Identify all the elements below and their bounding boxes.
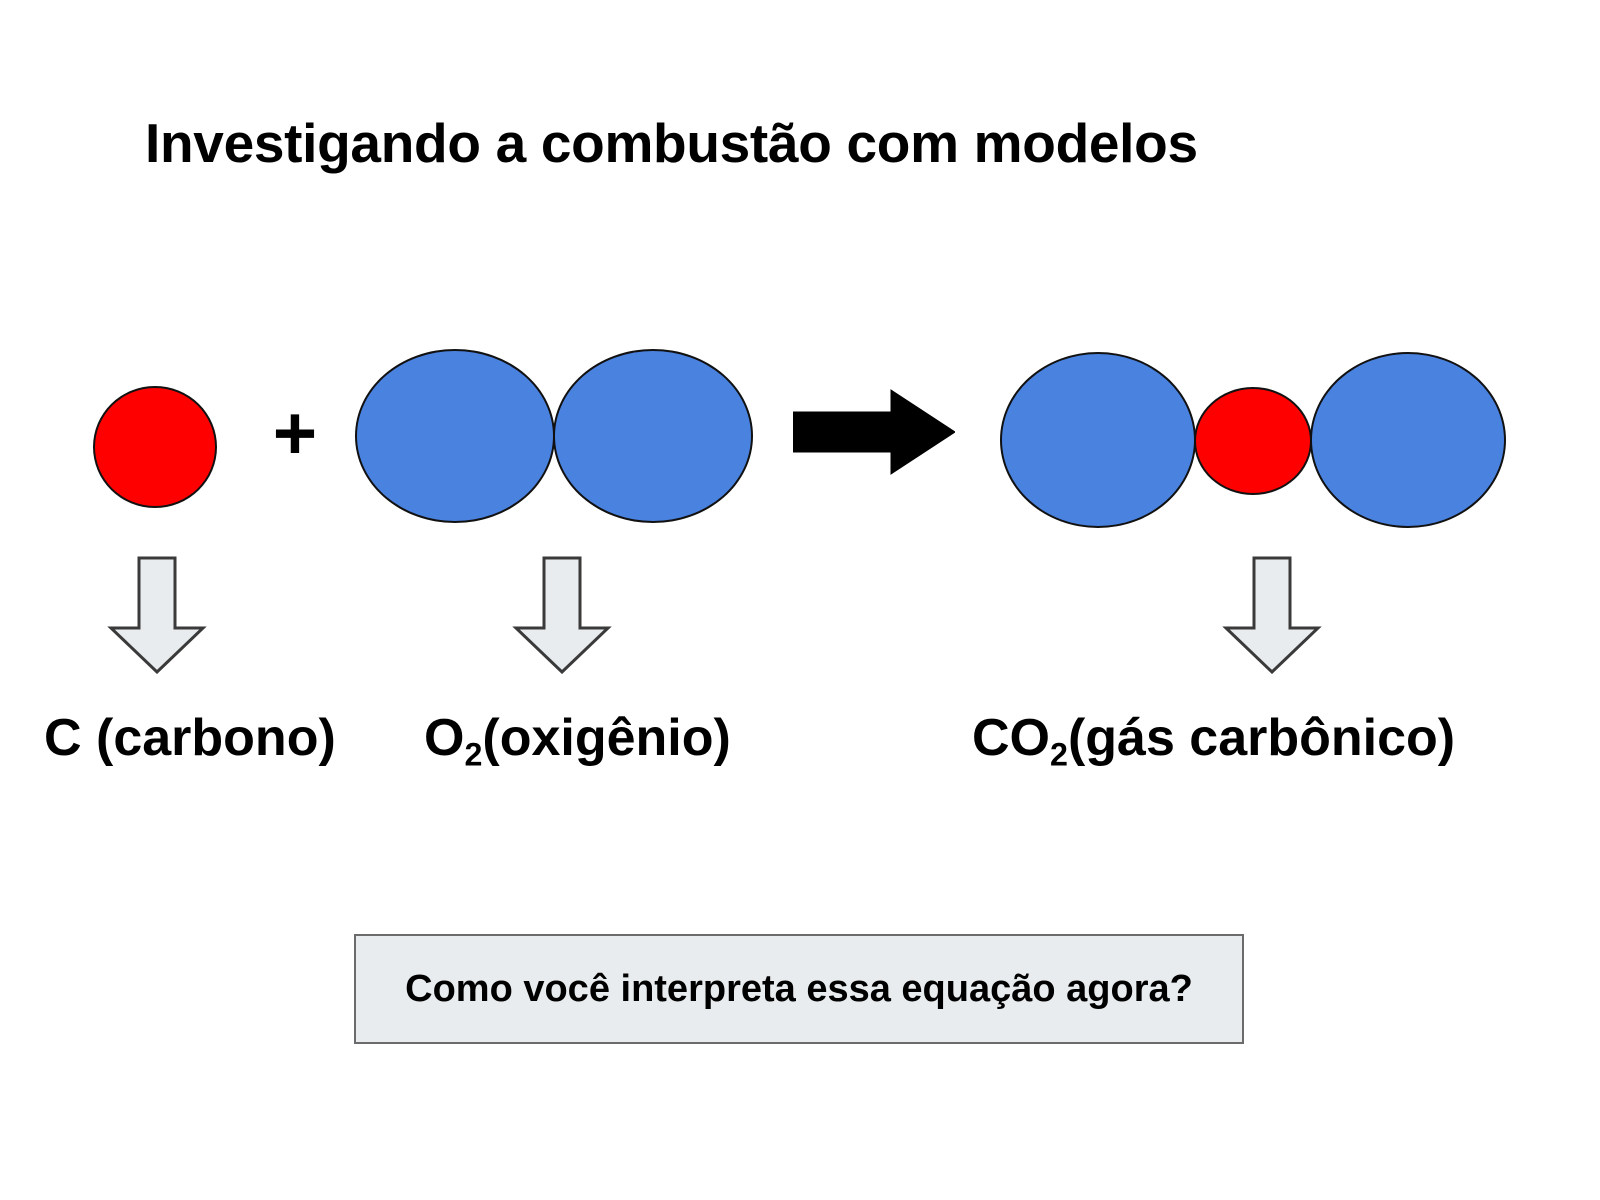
- caption-carbon: C (carbono): [44, 712, 336, 764]
- down-arrow-icon-carbon: [107, 556, 207, 675]
- caption-oxygen-subscript: 2: [464, 736, 483, 773]
- atom-oxygen-o2-left: [355, 349, 555, 523]
- caption-carbon-dioxide: CO2(gás carbônico): [972, 709, 1456, 770]
- page-title: Investigando a combustão com modelos: [145, 112, 1198, 174]
- reaction-yields-arrow-icon: [792, 388, 956, 476]
- caption-oxygen-symbol: O: [424, 709, 465, 767]
- atom-oxygen-co2-right: [1310, 352, 1506, 528]
- atom-oxygen-o2-right: [553, 349, 753, 523]
- caption-carbon-dioxide-rest: (gás carbônico): [1067, 709, 1456, 767]
- atom-carbon-reactant: [93, 386, 217, 508]
- question-box: Como você interpreta essa equação agora?: [354, 934, 1244, 1044]
- caption-oxygen: O2(oxigênio): [424, 709, 731, 770]
- down-arrow-icon-carbon-dioxide: [1222, 556, 1322, 675]
- caption-carbon-dioxide-symbol: CO: [972, 709, 1050, 767]
- question-text: Como você interpreta essa equação agora?: [405, 967, 1193, 1010]
- plus-operator: +: [272, 391, 318, 476]
- caption-oxygen-rest: (oxigênio): [482, 709, 731, 767]
- caption-carbon-dioxide-subscript: 2: [1050, 736, 1068, 773]
- atom-carbon-co2-center: [1194, 387, 1312, 495]
- caption-carbon-symbol: C: [44, 709, 82, 767]
- caption-carbon-rest: (carbono): [81, 709, 336, 767]
- down-arrow-icon-oxygen: [512, 556, 612, 675]
- atom-oxygen-co2-left: [1000, 352, 1196, 528]
